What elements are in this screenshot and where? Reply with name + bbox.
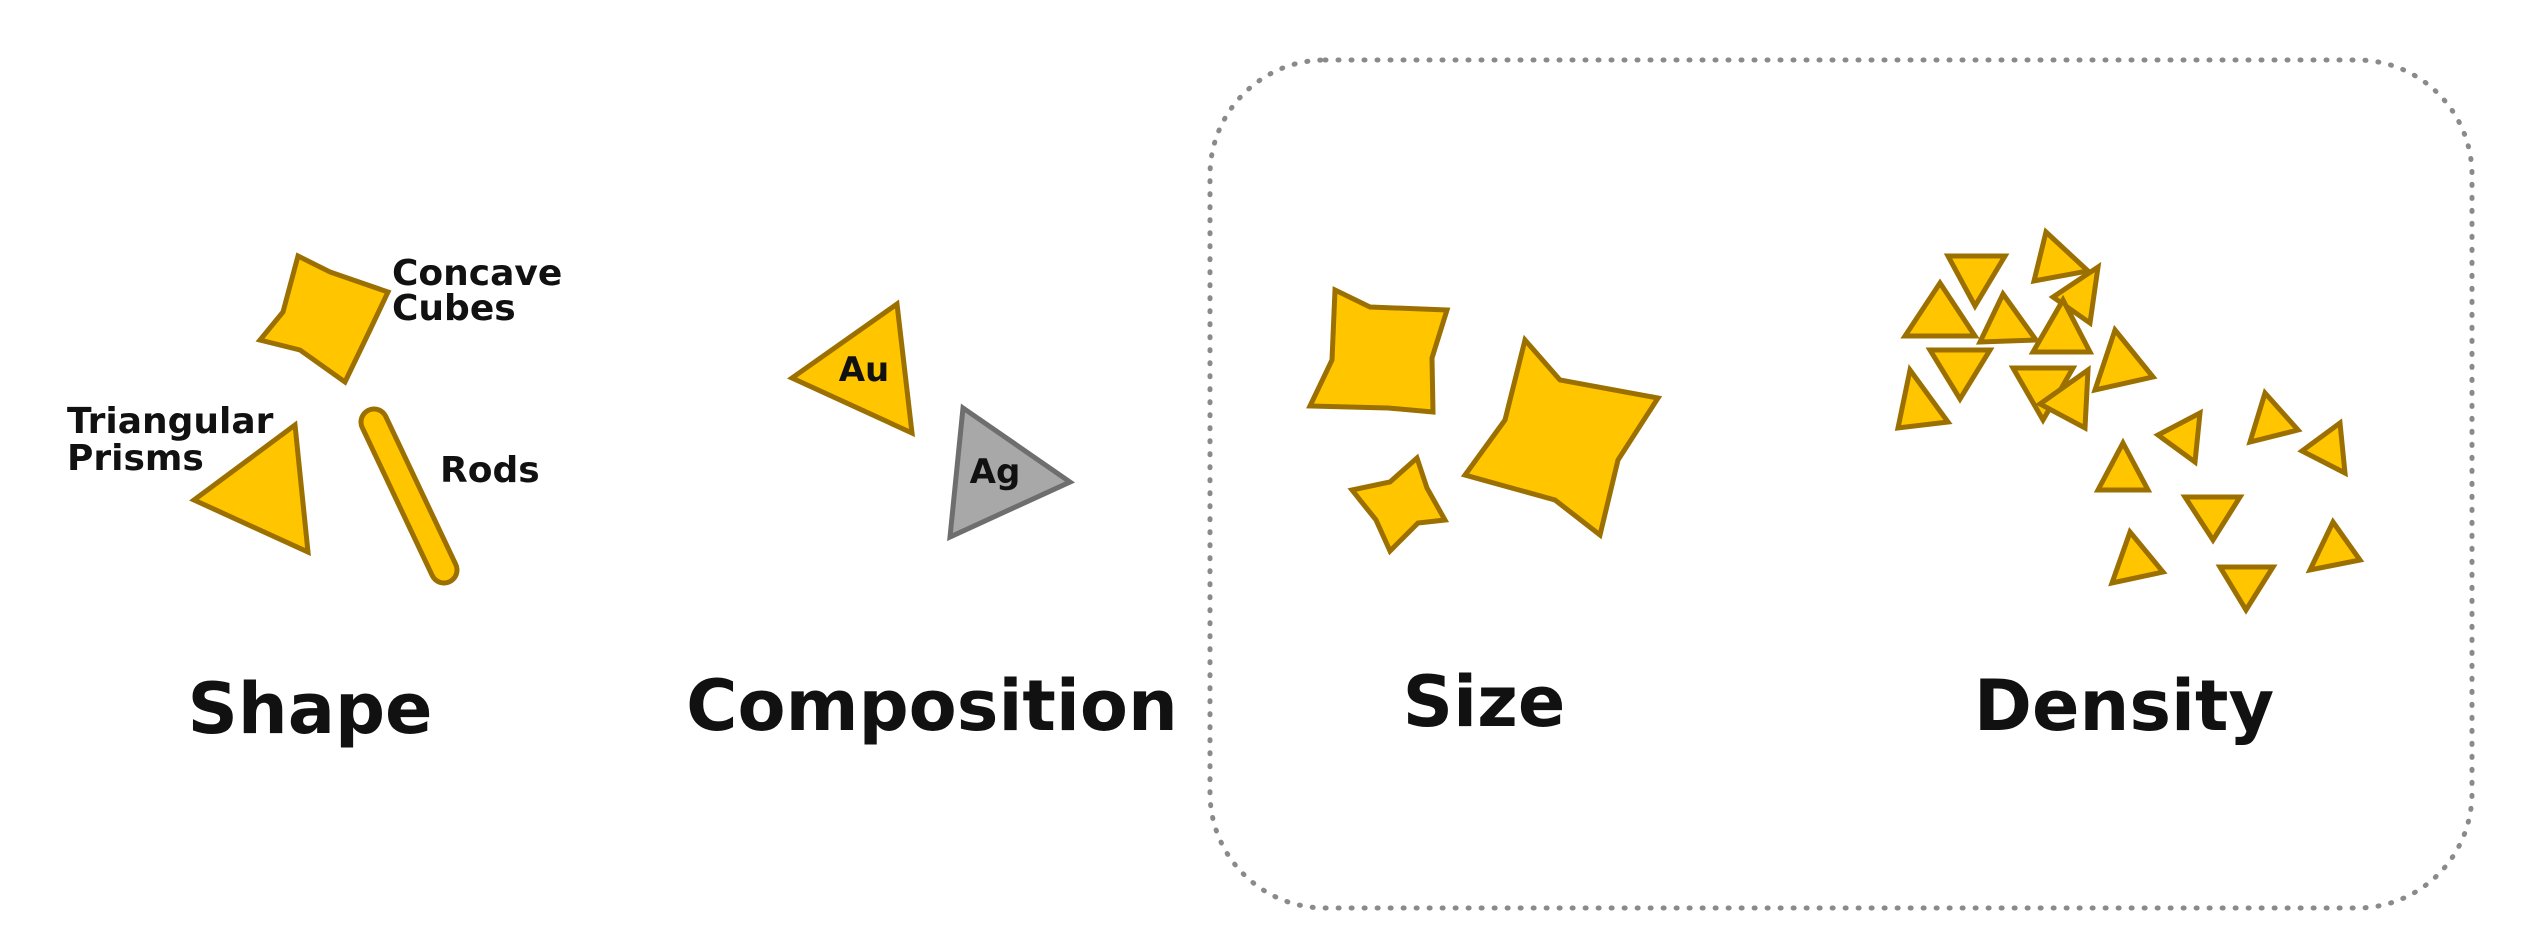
concave-cube-medium (1306, 286, 1451, 415)
shape-panel: Concave Cubes Triangular Prisms Rods Sha… (67, 252, 562, 750)
density-triangle (2215, 564, 2278, 615)
composition-title: Composition (686, 665, 1178, 747)
density-triangle (2030, 227, 2094, 285)
concave-cube-large (1460, 334, 1663, 540)
silver-label: Ag (970, 452, 1021, 492)
density-triangle (2048, 261, 2102, 328)
density-triangle (2028, 294, 2095, 355)
density-title: Density (1974, 665, 2274, 747)
concave-cube-small (1347, 453, 1450, 556)
density-triangle (2091, 324, 2158, 394)
density-triangle (2108, 526, 2168, 587)
size-title: Size (1403, 661, 1566, 743)
density-triangle (2035, 364, 2091, 433)
density-triangle (1894, 363, 1953, 431)
gold-triangle-shape (787, 299, 915, 438)
density-triangle (1975, 289, 2041, 345)
shape-title: Shape (187, 668, 432, 750)
rod-shape-fill (363, 411, 455, 581)
gold-label: Au (839, 350, 890, 390)
density-triangle (2180, 494, 2245, 545)
triangular-prisms-label-line1: Triangular (67, 401, 274, 442)
triangular-prism-shape (189, 420, 311, 557)
density-triangle (2297, 418, 2348, 478)
density-triangle (1943, 253, 2010, 312)
density-triangle (2153, 408, 2203, 467)
density-triangle (2246, 388, 2303, 446)
size-density-frame (1207, 57, 2475, 911)
size-panel: Size (1306, 286, 1663, 743)
concave-cube-shape (255, 252, 392, 386)
silver-triangle-shape (947, 403, 1076, 542)
rods-label: Rods (440, 450, 540, 491)
density-triangle (2093, 437, 2153, 493)
density-triangle (2305, 517, 2365, 574)
triangular-prisms-label-line2: Prisms (67, 438, 204, 479)
concave-cubes-label-line2: Cubes (392, 288, 516, 329)
density-panel: Density (1894, 227, 2365, 747)
concave-cubes-label-line1: Concave (392, 253, 562, 294)
density-triangle (1925, 347, 1995, 404)
composition-panel: Au Ag Composition (686, 299, 1178, 747)
density-triangle (1900, 278, 1980, 339)
